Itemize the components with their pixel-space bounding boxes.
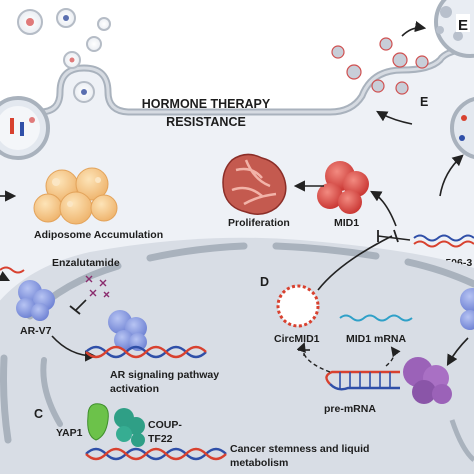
proliferation-label: Proliferation (228, 217, 290, 229)
left-vesicle (0, 96, 50, 160)
left-rna-strand (0, 266, 25, 274)
inhibit-enzalutamide (75, 299, 87, 311)
pre-mrna-label: pre-mRNA (324, 403, 376, 415)
arrow-to-spliceosome (446, 337, 469, 366)
arrow-premrna-to-mrna (385, 346, 401, 367)
exosome-letter: E (458, 17, 468, 34)
nuclear-pore-fold (40, 357, 63, 427)
pre-mrna-icon (325, 370, 400, 391)
inhibit-mir-on-mid1mrna (377, 235, 411, 241)
dna-helix-ar (85, 345, 207, 359)
ar-signaling-line1: AR signaling pathway (110, 369, 219, 381)
ar-signaling-line2: activation (110, 383, 159, 395)
stemness-line2: metabolism (230, 457, 288, 469)
adiposome-icon (33, 167, 118, 225)
enzalutamide-label: Enzalutamide (52, 257, 120, 269)
inhibit-circmid1-mir (317, 235, 393, 291)
mid1-protein-icon (317, 161, 369, 214)
mid1-mrna-icon (339, 314, 413, 322)
circmid1-label: CircMID1 (274, 333, 320, 345)
stemness-line1: Cancer stemness and liquid (230, 443, 369, 455)
section-e-label: E (420, 95, 428, 109)
arrow-mir-to-vesicle (439, 154, 464, 197)
right-receptor-vesicle (450, 97, 474, 159)
coup-label-line1: COUP- (148, 419, 182, 431)
dna-helix-stemness (85, 447, 227, 461)
arrow-mir-to-mid1 (370, 190, 397, 227)
yap1-protein-icon (87, 403, 109, 441)
circmid1-icon (276, 284, 320, 328)
top-left-vesicles (17, 8, 111, 103)
title-line1: HORMONE THERAPY (142, 97, 271, 111)
cell-membrane-inner (0, 46, 474, 114)
yap1-label: YAP1 (56, 427, 83, 439)
arrow-e-return (376, 110, 413, 125)
coup-label-line2: TF22 (148, 433, 173, 445)
proliferation-icon (222, 153, 287, 215)
section-c-label: C (34, 407, 43, 421)
right-blue-protein-icon (460, 288, 474, 330)
title-line2: RESISTANCE (166, 115, 246, 129)
section-d-label: D (260, 275, 269, 289)
exosome-cluster: E (331, 0, 474, 95)
mir506-icon (413, 234, 474, 248)
adiposome-label: Adiposome Accumulation (34, 229, 163, 241)
ar-nuclear-protein-icon (108, 310, 147, 351)
spliceosome-icon (403, 357, 452, 404)
ar-v7-label: AR-V7 (20, 325, 52, 337)
bottom-right-envelope (449, 419, 474, 462)
coup-tf2-protein-icon (114, 408, 145, 447)
enzalutamide-icon (85, 275, 110, 298)
mid1-label: MID1 (334, 217, 359, 229)
mid1-mrna-label: MID1 mRNA (346, 333, 407, 345)
ar-v7-protein-icon (16, 280, 55, 321)
